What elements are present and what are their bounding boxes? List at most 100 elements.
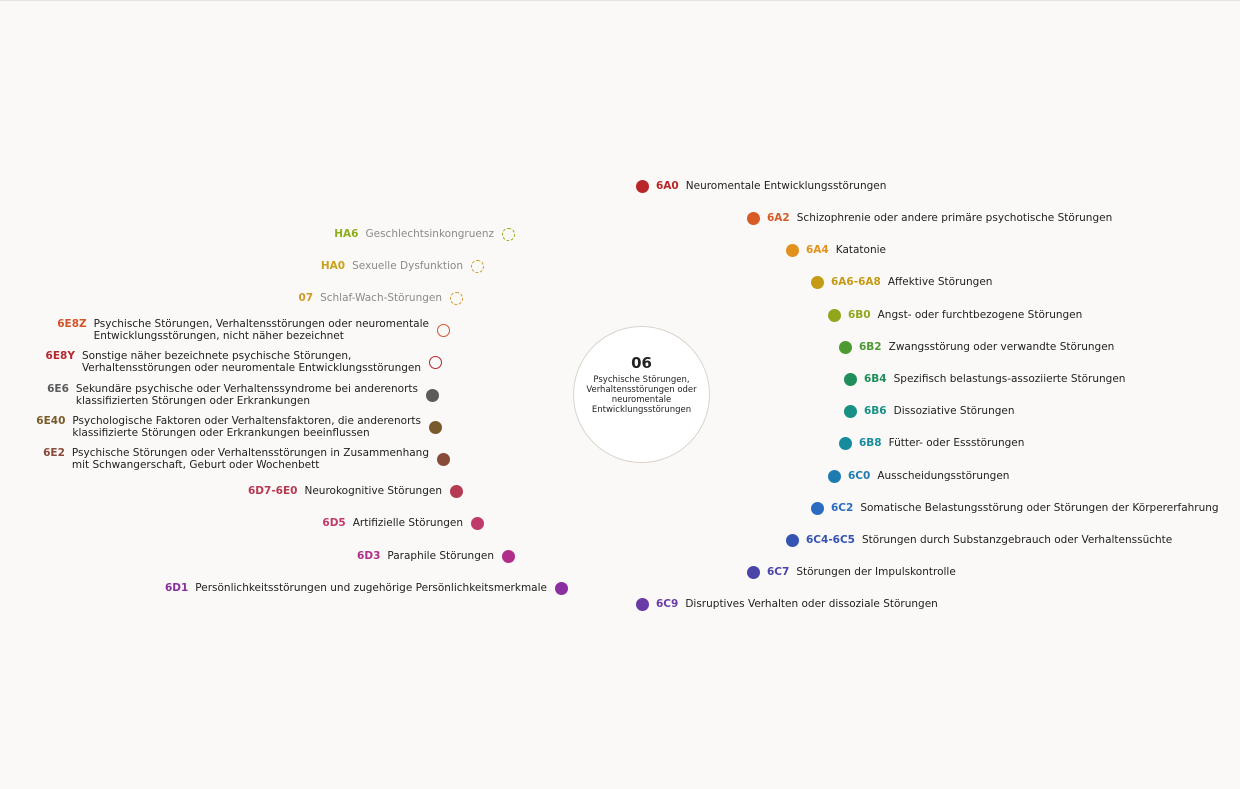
node-label[interactable]: 6A0 Neuromentale Entwicklungsstörungen <box>656 180 886 192</box>
node-code: 6B8 <box>859 437 882 449</box>
node-name: Geschlechtsinkongruenz <box>365 228 494 240</box>
node-name: Angst- oder furchtbezogene Störungen <box>877 309 1083 321</box>
node-code: 6D3 <box>357 550 381 562</box>
node-dot[interactable] <box>843 372 857 386</box>
node-name: Schizophrenie oder andere primäre psycho… <box>796 212 1113 224</box>
node-dot[interactable] <box>436 323 450 337</box>
node-code: HA6 <box>334 228 359 240</box>
node-dot[interactable] <box>810 501 824 515</box>
node-dot[interactable] <box>501 227 515 241</box>
node-dot[interactable] <box>449 484 463 498</box>
node-name: Schlaf-Wach-Störungen <box>320 292 442 304</box>
node-label[interactable]: 6E40 Psychologische Faktoren oder Verhalt… <box>36 415 421 439</box>
node-label[interactable]: HA6 Geschlechtsinkongruenz <box>334 228 494 240</box>
node-name: Paraphile Störungen <box>387 550 494 562</box>
node-label[interactable]: 6A4 Katatonie <box>806 244 886 256</box>
node-name: Affektive Störungen <box>887 276 993 288</box>
node-name: Artifizielle Störungen <box>352 517 463 529</box>
center-node[interactable]: 06 Psychische Störungen, Verhaltensstöru… <box>573 326 710 463</box>
node-label[interactable]: 6B2 Zwangsstörung oder verwandte Störunge… <box>859 341 1114 353</box>
node-code: 6E40 <box>36 415 66 427</box>
node-dot[interactable] <box>635 179 649 193</box>
node-code: 6C0 <box>848 470 871 482</box>
node-dot[interactable] <box>838 436 852 450</box>
node-label[interactable]: 6D5 Artifizielle Störungen <box>322 517 463 529</box>
node-label[interactable]: 6C0 Ausscheidungsstörungen <box>848 470 1009 482</box>
node-label[interactable]: 6B6 Dissoziative Störungen <box>864 405 1015 417</box>
node-dot[interactable] <box>810 275 824 289</box>
node-dot[interactable] <box>838 340 852 354</box>
node-code: 6B0 <box>848 309 871 321</box>
top-border <box>0 0 1240 1</box>
node-code: 6E8Z <box>57 318 87 330</box>
node-label[interactable]: 6E2 Psychische Störungen oder Verhaltenss… <box>43 447 429 471</box>
node-label[interactable]: 6A2 Schizophrenie oder andere primäre psy… <box>767 212 1112 224</box>
node-label[interactable]: HA0 Sexuelle Dysfunktion <box>321 260 463 272</box>
center-label: Psychische Störungen, Verhaltensstörunge… <box>586 375 697 415</box>
node-name: Fütter- oder Essstörungen <box>888 437 1025 449</box>
node-name: Zwangsstörung oder verwandte Störungen <box>888 341 1115 353</box>
node-dot[interactable] <box>635 597 649 611</box>
node-name: Psychologische Faktoren oder Verhaltensf… <box>72 415 421 439</box>
node-name: Sekundäre psychische oder Verhaltenssynd… <box>75 383 418 407</box>
node-dot[interactable] <box>785 533 799 547</box>
node-code: 6C2 <box>831 502 854 514</box>
node-label[interactable]: 07 Schlaf-Wach-Störungen <box>298 292 442 304</box>
node-name: Sexuelle Dysfunktion <box>352 260 463 272</box>
node-code: 6B6 <box>864 405 887 417</box>
node-code: HA0 <box>320 260 346 272</box>
node-label[interactable]: 6E6 Sekundäre psychische oder Verhaltenss… <box>47 383 418 407</box>
node-dot[interactable] <box>827 469 841 483</box>
node-name: Psychische Störungen, Verhaltensstörunge… <box>93 318 429 342</box>
node-dot[interactable] <box>428 355 442 369</box>
node-code: 6D5 <box>322 517 346 529</box>
node-dot[interactable] <box>470 259 484 273</box>
node-label[interactable]: 6D1 Persönlichkeitsstörungen und zugehöri… <box>165 582 547 594</box>
node-code: 6A0 <box>656 180 679 192</box>
node-label[interactable]: 6D3 Paraphile Störungen <box>357 550 494 562</box>
node-dot[interactable] <box>470 516 484 530</box>
node-name: Katatonie <box>835 244 887 256</box>
node-dot[interactable] <box>746 211 760 225</box>
node-dot[interactable] <box>554 581 568 595</box>
node-label[interactable]: 6B8 Fütter- oder Essstörungen <box>859 437 1024 449</box>
node-name: Störungen der Impulskontrolle <box>796 566 956 578</box>
node-code: 6E8Y <box>45 350 75 362</box>
node-dot[interactable] <box>746 565 760 579</box>
node-name: Persönlichkeitsstörungen und zugehörige … <box>195 582 547 594</box>
node-dot[interactable] <box>449 291 463 305</box>
node-dot[interactable] <box>843 404 857 418</box>
node-dot[interactable] <box>425 388 439 402</box>
node-code: 6A6-6A8 <box>831 276 881 288</box>
node-dot[interactable] <box>827 308 841 322</box>
node-code: 6A2 <box>767 212 790 224</box>
node-name: Ausscheidungsstörungen <box>877 470 1010 482</box>
node-label[interactable]: 6E8Z Psychische Störungen, Verhaltensstör… <box>57 318 429 342</box>
node-name: Neuromentale Entwicklungsstörungen <box>685 180 887 192</box>
node-dot[interactable] <box>785 243 799 257</box>
node-label[interactable]: 6A6-6A8 Affektive Störungen <box>831 276 992 288</box>
node-name: Dissoziative Störungen <box>893 405 1015 417</box>
node-code: 6B2 <box>859 341 882 353</box>
node-label[interactable]: 6B0 Angst- oder furchtbezogene Störungen <box>848 309 1082 321</box>
node-name: Neurokognitive Störungen <box>304 485 442 497</box>
node-dot[interactable] <box>501 549 515 563</box>
node-code: 6C9 <box>656 598 679 610</box>
node-code: 6D1 <box>164 582 189 594</box>
node-name: Störungen durch Substanzgebrauch oder Ve… <box>862 534 1173 546</box>
center-code: 06 <box>631 354 652 372</box>
node-code: 07 <box>298 292 314 304</box>
node-dot[interactable] <box>436 452 450 466</box>
node-name: Psychische Störungen oder Verhaltensstör… <box>71 447 429 471</box>
node-dot[interactable] <box>428 420 442 434</box>
node-code: 6E6 <box>47 383 69 395</box>
node-code: 6E2 <box>43 447 65 459</box>
node-code: 6A4 <box>806 244 829 256</box>
